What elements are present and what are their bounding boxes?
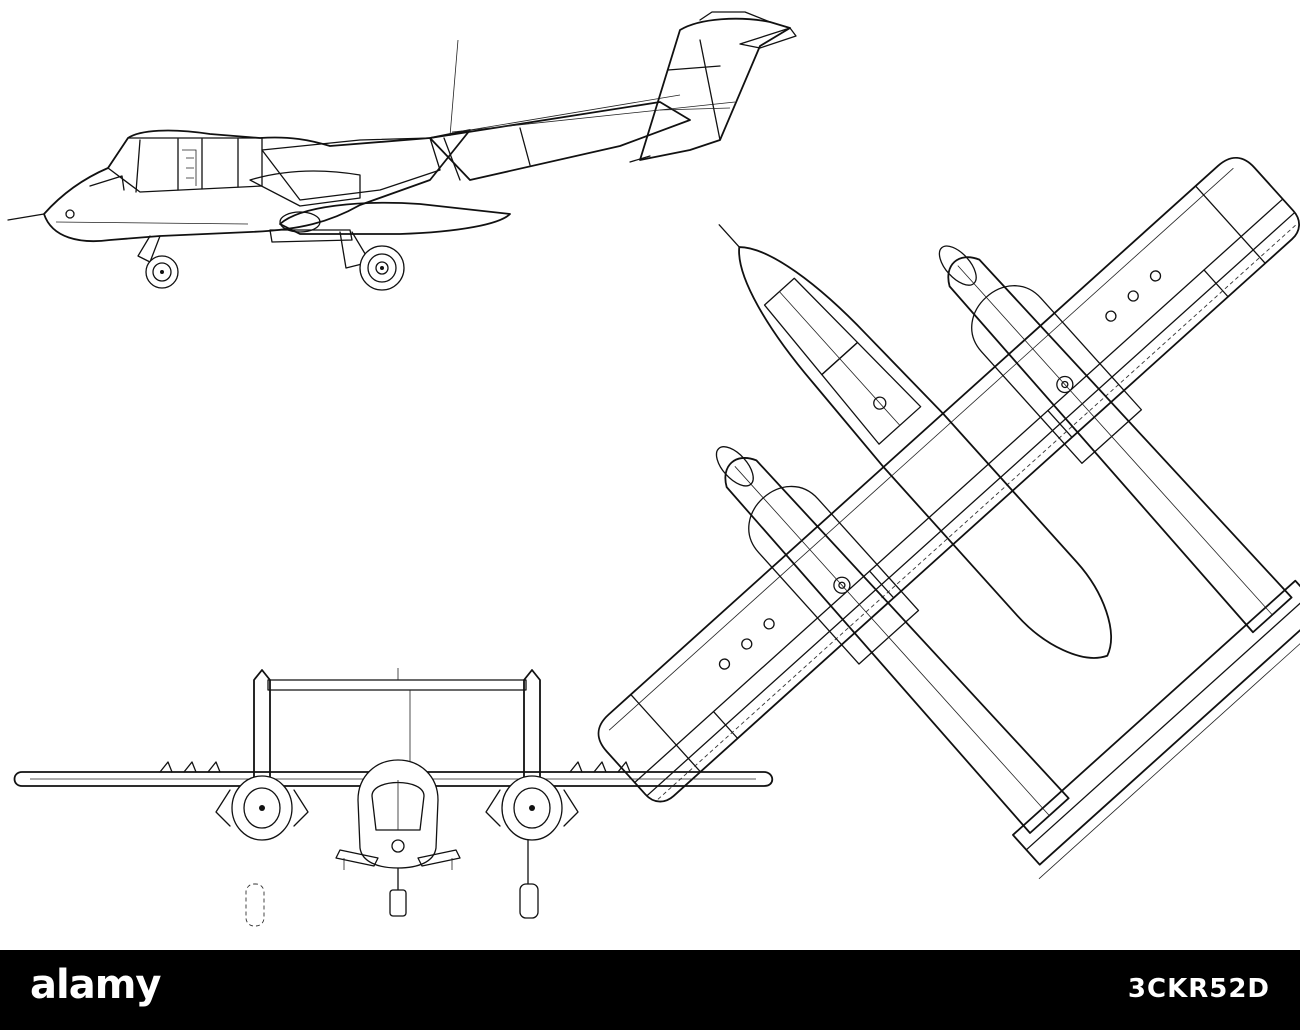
brand-logo: alamy bbox=[30, 962, 161, 1008]
three-view-aircraft-drawing bbox=[7, 11, 1300, 927]
front-view bbox=[13, 668, 774, 927]
top-view bbox=[597, 157, 1300, 880]
image-id: 3CKR52D bbox=[1127, 974, 1270, 1004]
side-view bbox=[7, 11, 797, 291]
watermark-footer: alamy 3CKR52D bbox=[0, 950, 1300, 1030]
